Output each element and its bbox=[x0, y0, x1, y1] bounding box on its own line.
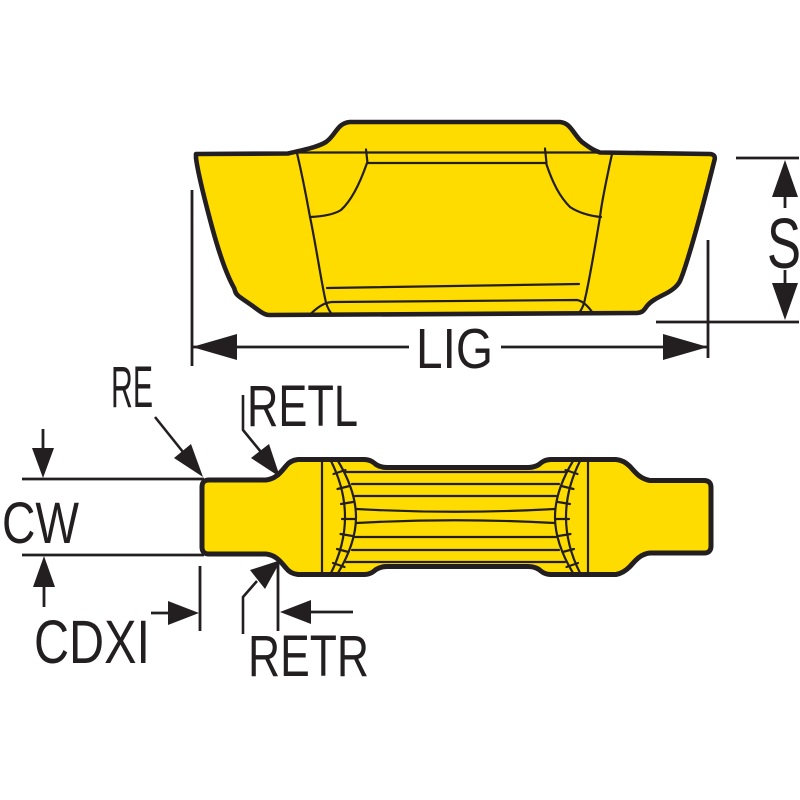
side-view-outline bbox=[193, 119, 718, 318]
plan-right-breaker-arc-outer bbox=[564, 459, 582, 575]
plan-right-breaker-ticks bbox=[555, 468, 580, 569]
retl-leader-arrow bbox=[251, 444, 280, 477]
retr-arrow-left bbox=[280, 600, 311, 624]
dim-cw: CW bbox=[2, 429, 204, 607]
plan-view-insert bbox=[199, 457, 714, 577]
re-leader-line bbox=[153, 416, 185, 453]
plan-left-breaker-arc-inner bbox=[336, 459, 358, 575]
side-bottom-band-line-1 bbox=[325, 282, 581, 290]
dim-s: S bbox=[656, 156, 800, 324]
side-bottom-band-line-2 bbox=[309, 298, 595, 315]
side-right-pocket-curve bbox=[544, 161, 603, 219]
re-leader-arrow bbox=[174, 444, 203, 477]
dim-label-retr: RETR bbox=[248, 624, 369, 689]
side-right-slant-line bbox=[577, 152, 614, 315]
plan-groove-lines bbox=[344, 470, 567, 564]
cw-arrow-up bbox=[33, 556, 55, 587]
dim-label-lig: LIG bbox=[416, 317, 493, 381]
dim-re: RE bbox=[111, 355, 203, 477]
dim-label-cw: CW bbox=[2, 491, 79, 556]
side-hump-face-right-edge bbox=[543, 147, 548, 165]
dim-retl: RETL bbox=[241, 374, 358, 477]
s-arrow-up bbox=[772, 160, 798, 197]
plan-left-breaker-arc-outer bbox=[329, 459, 347, 575]
dim-retr: RETR bbox=[241, 560, 369, 689]
lig-arrow-left bbox=[192, 334, 237, 360]
s-arrow-down bbox=[772, 283, 798, 320]
plan-left-breaker-ticks bbox=[331, 468, 356, 569]
retr-leader-line bbox=[241, 580, 258, 634]
side-left-pocket-curve bbox=[308, 161, 369, 219]
plan-right-breaker-arc-inner bbox=[553, 459, 575, 575]
dim-cdxi: CDXI bbox=[34, 566, 202, 676]
cw-arrow-down bbox=[32, 448, 54, 478]
plan-view-outline bbox=[199, 457, 714, 577]
dim-lig: LIG bbox=[190, 190, 710, 381]
side-hump-face-left-edge bbox=[364, 148, 369, 165]
dim-label-cdxi: CDXI bbox=[34, 608, 150, 676]
dim-label-s: S bbox=[767, 205, 800, 284]
side-left-slant-line bbox=[295, 151, 333, 315]
lig-arrow-right bbox=[663, 334, 708, 360]
dim-label-re: RE bbox=[111, 355, 153, 420]
dimension-annotations: S LIG CW CDXI bbox=[2, 156, 800, 689]
retl-leader-line bbox=[241, 395, 263, 453]
dim-label-retl: RETL bbox=[247, 374, 358, 439]
side-view-insert bbox=[193, 119, 718, 318]
retr-leader-arrow bbox=[250, 560, 281, 589]
cdxi-arrow-right bbox=[168, 601, 199, 625]
